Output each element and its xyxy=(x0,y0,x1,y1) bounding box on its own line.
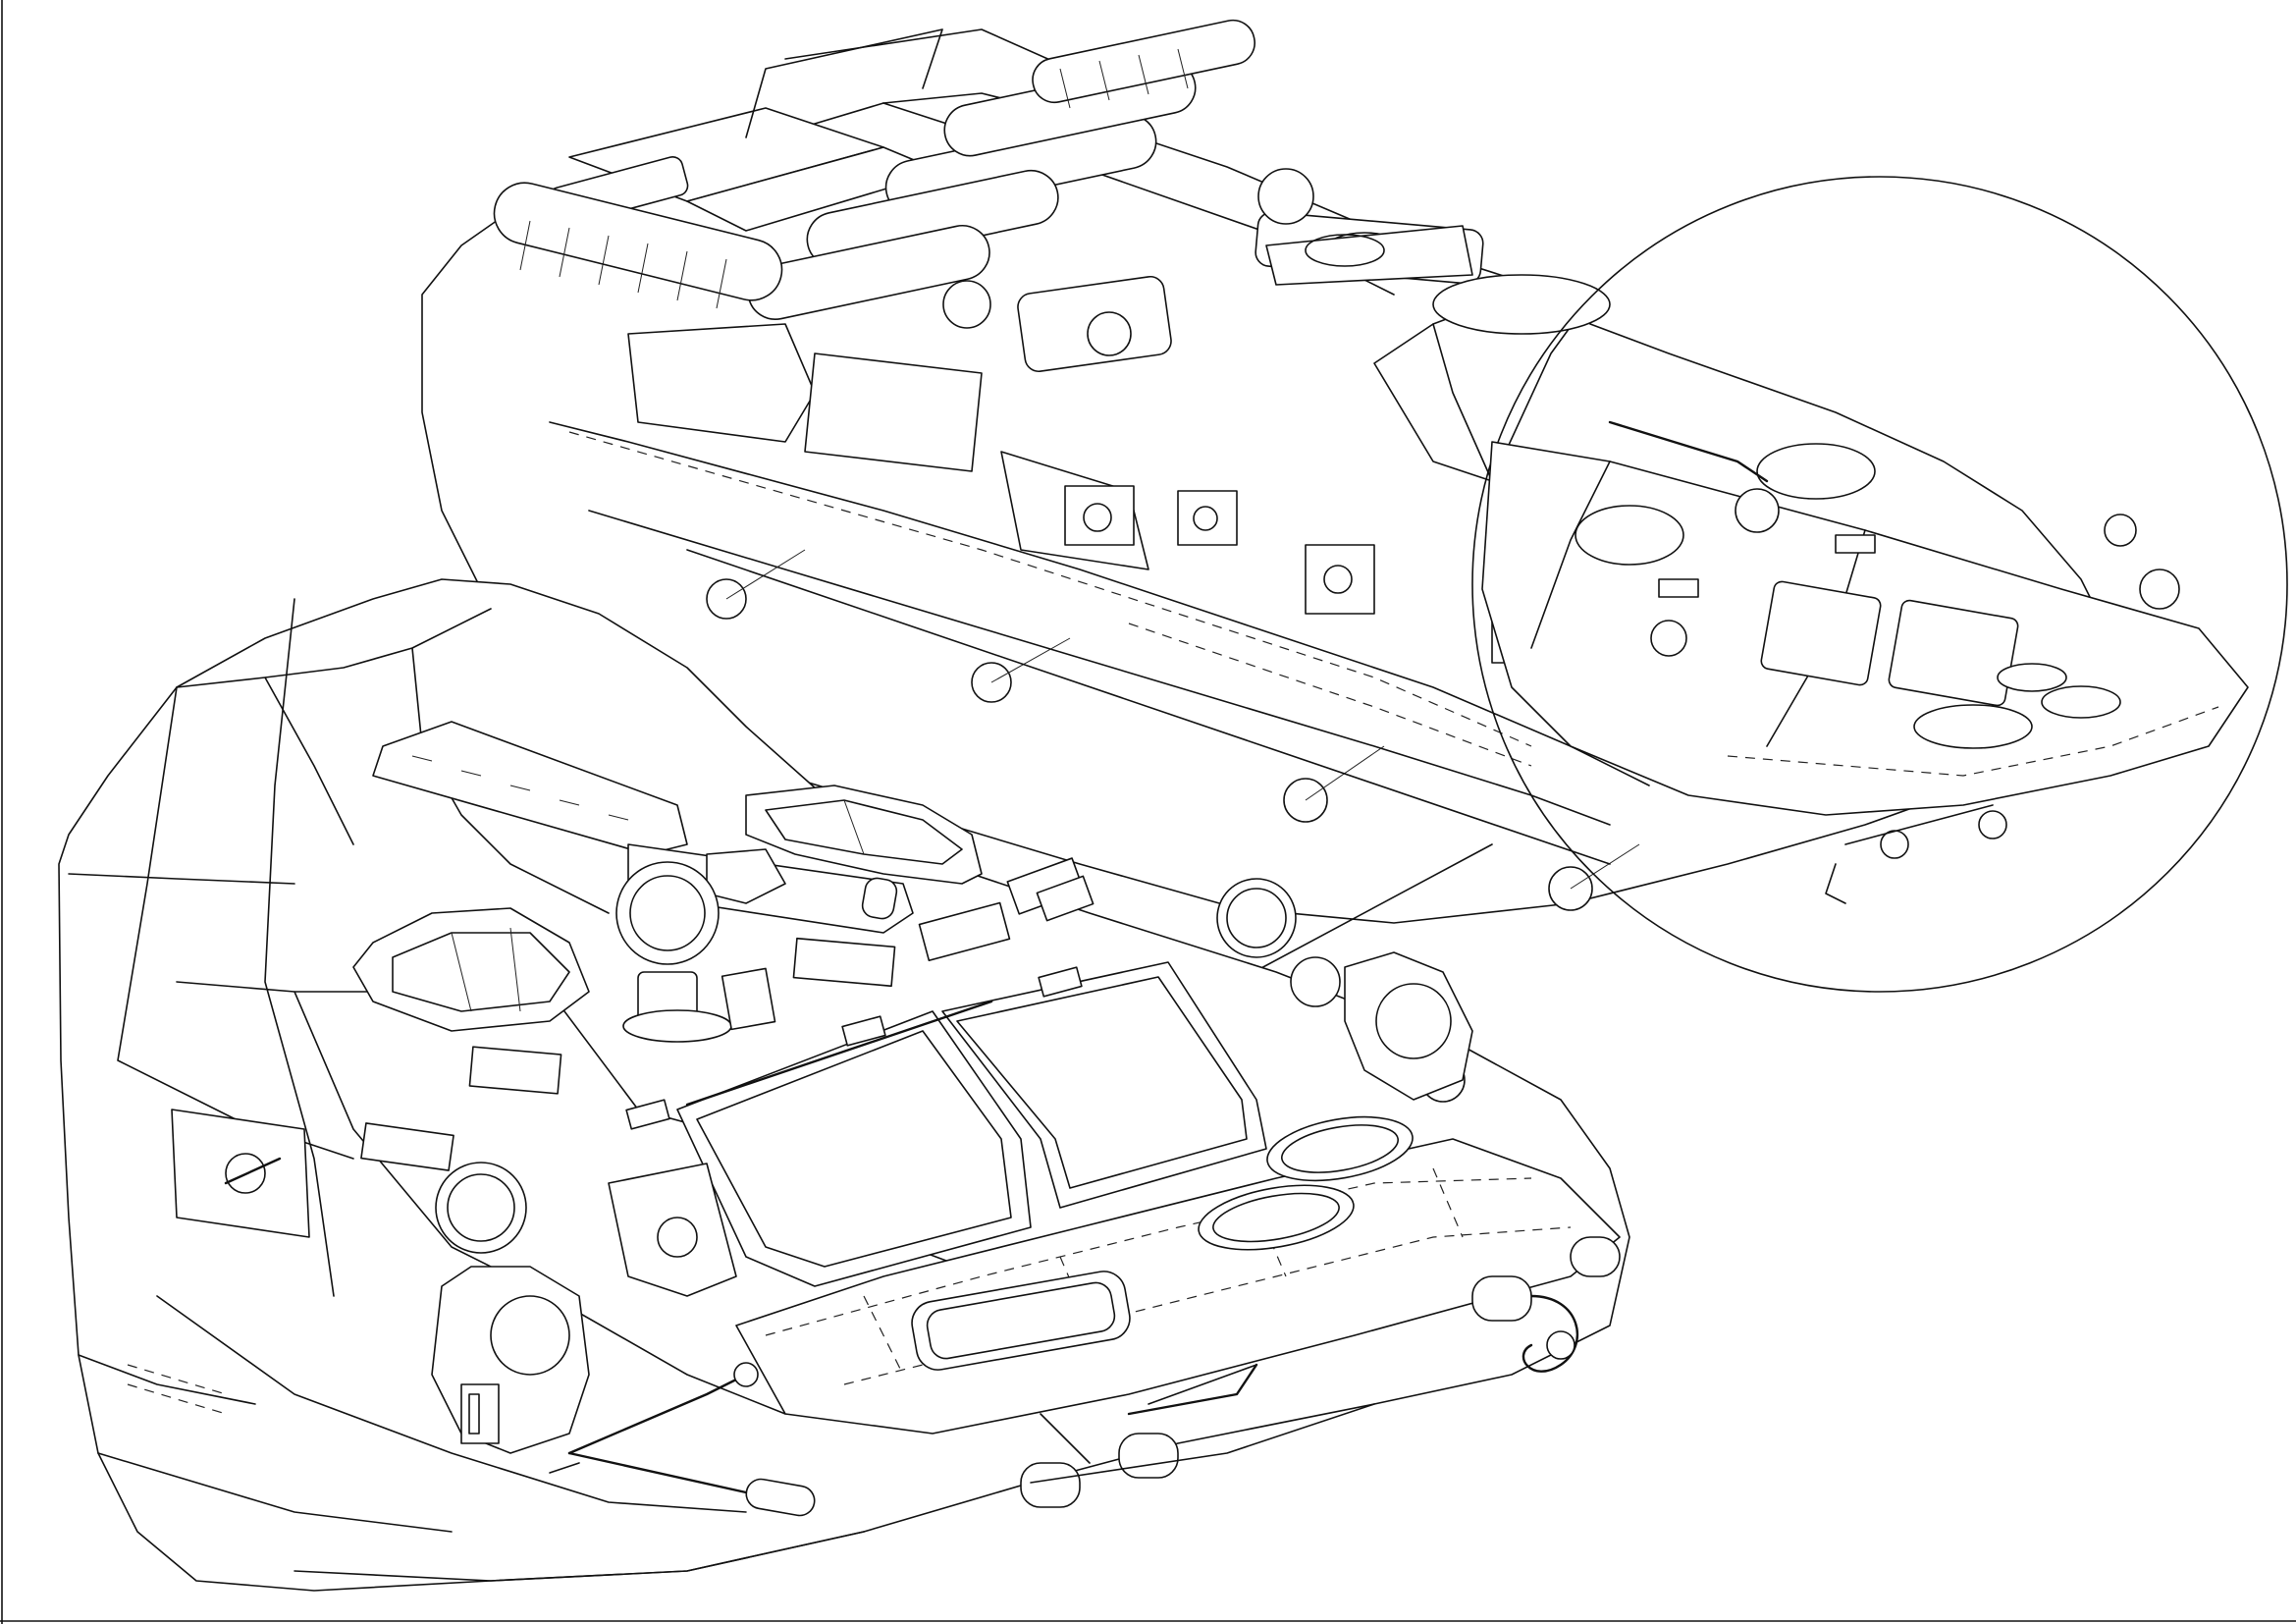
front-deck-hatches xyxy=(911,1115,1414,1371)
suspension-units xyxy=(686,549,1640,911)
periscope-hatch-left xyxy=(352,907,590,1032)
vision-blocks xyxy=(360,857,1095,1171)
hull-side-edge xyxy=(549,421,1650,786)
driver-armored-flaps xyxy=(625,961,1267,1287)
gunner-sight-cupola xyxy=(615,861,732,1043)
roof-round-hatch xyxy=(942,168,1473,329)
headlight-left xyxy=(431,1266,590,1454)
tow-bar-left xyxy=(549,1362,816,1517)
headlight-right xyxy=(1290,951,1473,1101)
turret-cupola xyxy=(1373,274,1611,482)
front-detail-view xyxy=(58,578,1630,1592)
hull-underside-curve xyxy=(294,1403,1375,1582)
periscope-hatch-right xyxy=(745,785,983,885)
roof-ribbed-containers xyxy=(493,19,1255,320)
hull-lower-plate xyxy=(97,1295,747,1533)
searchlights xyxy=(435,878,1466,1254)
machine-gun xyxy=(372,721,914,934)
tow-hooks xyxy=(1020,1236,1621,1508)
magnified-front-small xyxy=(1481,420,2249,904)
cupola-cone xyxy=(176,608,610,914)
magnifier-circle xyxy=(1471,176,2288,993)
rivet-rows xyxy=(568,431,1532,767)
left-vision-port xyxy=(171,1109,737,1297)
